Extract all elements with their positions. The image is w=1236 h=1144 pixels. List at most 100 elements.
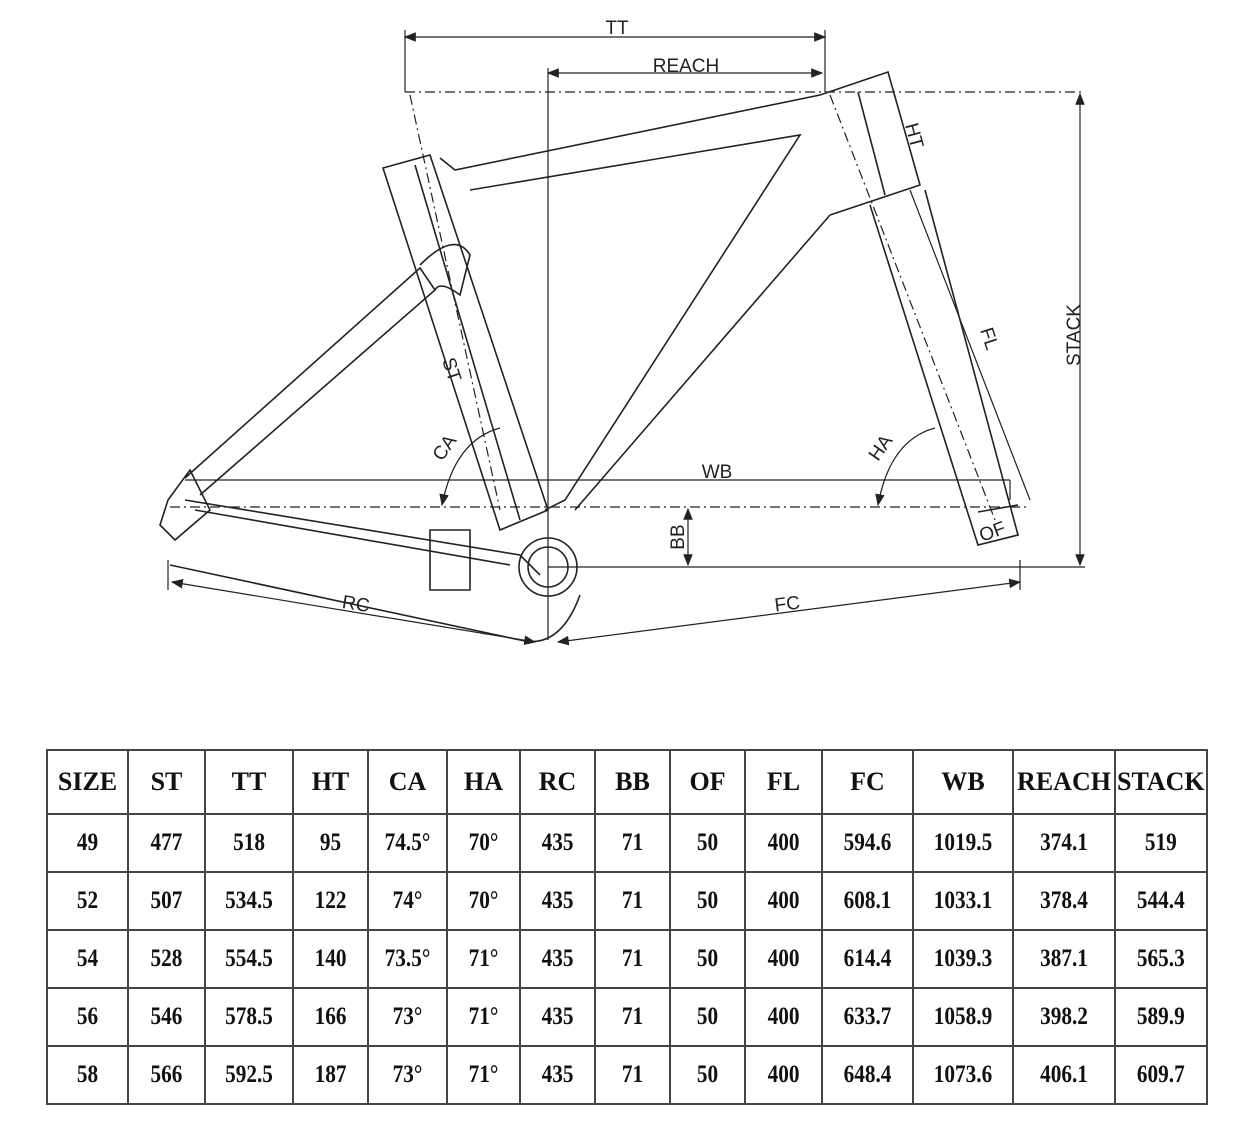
cell-ht: 187	[297, 1045, 364, 1105]
cell-reach: 406.1	[1019, 1045, 1109, 1105]
cell-fc: 594.6	[827, 813, 908, 873]
cell-reach: 387.1	[1019, 929, 1109, 989]
cell-rc: 435	[524, 813, 591, 873]
cell-st: 477	[132, 813, 201, 873]
st-label: ST	[437, 355, 465, 385]
column-header-ca: CA	[367, 749, 448, 815]
cell-size: 54	[52, 929, 123, 989]
cell-size: 58	[52, 1045, 123, 1105]
column-header-tt: TT	[204, 749, 294, 815]
cell-ca: 74°	[373, 871, 442, 931]
column-header-of: OF	[669, 749, 746, 815]
cell-ht: 95	[297, 813, 364, 873]
cell-st: 566	[132, 1045, 201, 1105]
cell-fc: 633.7	[827, 987, 908, 1047]
column-header-fc: FC	[821, 749, 914, 815]
cell-fl: 400	[749, 871, 818, 931]
cell-wb: 1033.1	[919, 871, 1007, 931]
cell-stack: 519	[1121, 813, 1201, 873]
cell-rc: 435	[524, 929, 591, 989]
cell-ca: 73.5°	[373, 929, 442, 989]
reach-label: REACH	[653, 56, 720, 77]
cell-tt: 592.5	[210, 1045, 288, 1105]
frame-geometry-diagram: TT REACH HT STACK FL ST CA HA WB BB OF R…	[159, 18, 1085, 646]
cell-st: 507	[132, 871, 201, 931]
cell-ca: 73°	[373, 987, 442, 1047]
cell-stack: 565.3	[1121, 929, 1201, 989]
cell-stack: 544.4	[1121, 871, 1201, 931]
cell-wb: 1073.6	[919, 1045, 1007, 1105]
cell-st: 546	[132, 987, 201, 1047]
cell-reach: 374.1	[1019, 813, 1109, 873]
bb-label: BB	[668, 524, 689, 549]
column-header-wb: WB	[912, 749, 1014, 815]
cell-of: 50	[674, 1045, 741, 1105]
cell-tt: 518	[210, 813, 288, 873]
cell-fl: 400	[749, 813, 818, 873]
cell-fl: 400	[749, 987, 818, 1047]
cell-tt: 534.5	[210, 871, 288, 931]
cell-of: 50	[674, 813, 741, 873]
of-label: OF	[977, 518, 1009, 547]
cell-ha: 71°	[451, 929, 516, 989]
cell-stack: 609.7	[1121, 1045, 1201, 1105]
cell-size: 52	[52, 871, 123, 931]
cell-wb: 1019.5	[919, 813, 1007, 873]
cell-ha: 70°	[451, 813, 516, 873]
cell-ha: 71°	[451, 987, 516, 1047]
stack-label: STACK	[1064, 304, 1085, 366]
cell-bb: 71	[599, 987, 666, 1047]
column-header-size: SIZE	[46, 749, 129, 815]
cell-fl: 400	[749, 929, 818, 989]
cell-tt: 578.5	[210, 987, 288, 1047]
cell-wb: 1039.3	[919, 929, 1007, 989]
column-header-ha: HA	[446, 749, 521, 815]
cell-wb: 1058.9	[919, 987, 1007, 1047]
cell-ht: 122	[297, 871, 364, 931]
cell-rc: 435	[524, 871, 591, 931]
cell-bb: 71	[599, 1045, 666, 1105]
cell-of: 50	[674, 871, 741, 931]
cell-fc: 608.1	[827, 871, 908, 931]
fc-label: FC	[773, 593, 801, 617]
ca-label: CA	[429, 431, 462, 465]
cell-of: 50	[674, 987, 741, 1047]
column-header-st: ST	[127, 749, 206, 815]
cell-size: 56	[52, 987, 123, 1047]
dimension-lines	[167, 30, 1085, 646]
cell-ha: 70°	[451, 871, 516, 931]
tt-label: TT	[605, 18, 629, 39]
column-header-stack: STACK	[1114, 749, 1208, 815]
rc-label: RC	[341, 592, 371, 617]
cell-bb: 71	[599, 871, 666, 931]
ha-label: HA	[865, 431, 898, 465]
cell-size: 49	[52, 813, 123, 873]
cell-fl: 400	[749, 1045, 818, 1105]
cell-ht: 140	[297, 929, 364, 989]
frame-outline	[159, 70, 1019, 643]
cell-fc: 614.4	[827, 929, 908, 989]
cell-reach: 398.2	[1019, 987, 1109, 1047]
column-header-bb: BB	[594, 749, 671, 815]
cell-fc: 648.4	[827, 1045, 908, 1105]
cell-bb: 71	[599, 813, 666, 873]
column-header-ht: HT	[292, 749, 369, 815]
cell-ca: 74.5°	[373, 813, 442, 873]
cell-of: 50	[674, 929, 741, 989]
ht-label: HT	[900, 121, 927, 151]
cell-bb: 71	[599, 929, 666, 989]
wb-label: WB	[702, 462, 733, 483]
column-header-rc: RC	[519, 749, 596, 815]
cell-tt: 554.5	[210, 929, 288, 989]
cell-stack: 589.9	[1121, 987, 1201, 1047]
column-header-reach: REACH	[1012, 749, 1116, 815]
fl-label: FL	[975, 325, 1002, 353]
cell-rc: 435	[524, 987, 591, 1047]
cell-st: 528	[132, 929, 201, 989]
